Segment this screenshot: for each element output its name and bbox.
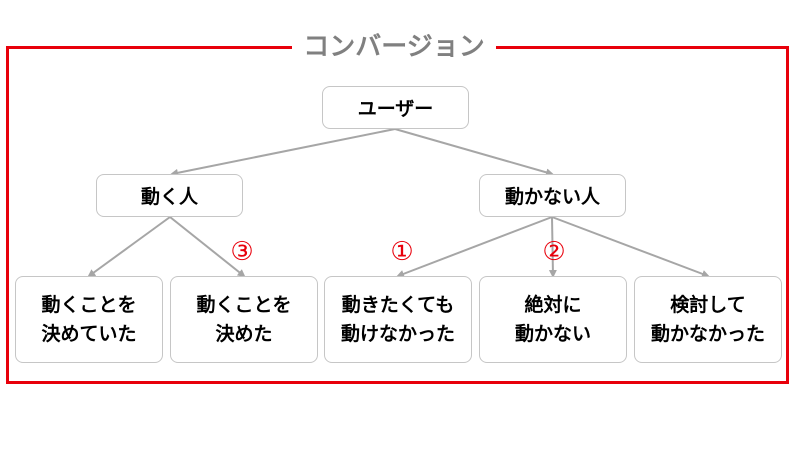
leaf-node-wanted-but-could-not: 動きたくても 動けなかった bbox=[324, 276, 472, 363]
branch-node-not-moving: 動かない人 bbox=[479, 174, 626, 217]
connector-moving-to-leaf-2 bbox=[169, 216, 246, 278]
root-node-label: ユーザー bbox=[357, 98, 434, 120]
leaf-node-considered-but-did-not: 検討して 動かなかった bbox=[634, 276, 782, 363]
connector-not-moving-to-leaf-4 bbox=[548, 216, 557, 278]
marker-3: ③ bbox=[230, 237, 254, 267]
branch-node-moving: 動く人 bbox=[96, 174, 243, 217]
leaf-node-line2: 決めた bbox=[215, 322, 273, 345]
leaf-node-line1: 絶対に bbox=[524, 293, 582, 316]
leaf-node-line1: 検討して bbox=[670, 293, 746, 316]
marker-1: ① bbox=[390, 237, 414, 267]
leaf-node-line1: 動きたくても bbox=[341, 293, 455, 316]
marker-2: ② bbox=[542, 237, 566, 267]
leaf-node-line2: 動けなかった bbox=[340, 322, 455, 345]
connector-root-to-moving bbox=[170, 128, 396, 177]
branch-node-label: 動かない人 bbox=[504, 186, 600, 208]
leaf-node-decided: 動くことを 決めた bbox=[170, 276, 318, 363]
leaf-node-line2: 動かなかった bbox=[650, 322, 765, 345]
leaf-node-never-moves: 絶対に 動かない bbox=[479, 276, 627, 363]
frame-title: コンバージョン bbox=[292, 28, 496, 66]
branch-node-label: 動く人 bbox=[140, 186, 198, 208]
root-node-user: ユーザー bbox=[322, 86, 469, 129]
leaf-node-line2: 決めていた bbox=[41, 322, 137, 345]
connector-moving-to-leaf-1 bbox=[87, 216, 171, 278]
connector-not-moving-to-leaf-3 bbox=[396, 216, 553, 278]
leaf-node-line2: 動かない bbox=[514, 322, 591, 345]
connector-root-to-not-moving bbox=[394, 128, 554, 177]
leaf-node-decided-before: 動くことを 決めていた bbox=[15, 276, 163, 363]
leaf-node-line1: 動くことを bbox=[196, 293, 292, 316]
leaf-node-line1: 動くことを bbox=[41, 293, 137, 316]
connector-not-moving-to-leaf-5 bbox=[551, 216, 710, 278]
